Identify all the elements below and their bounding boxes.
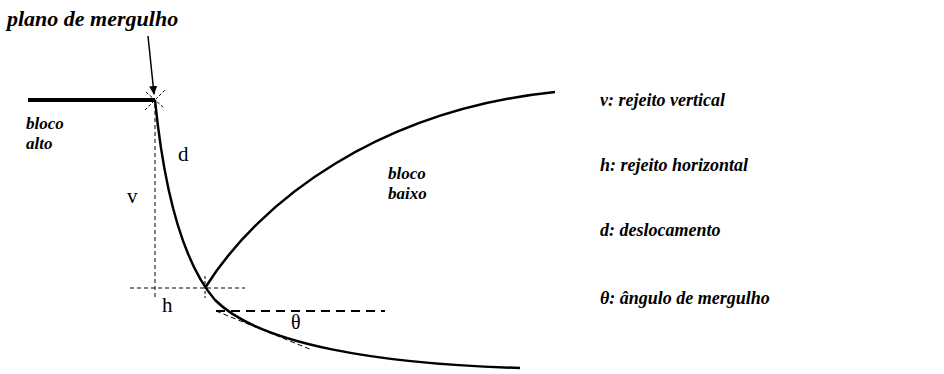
block-label: bloco baixo [388, 164, 446, 205]
symbol-label: θ [291, 310, 301, 334]
key-label: d: deslocamento [600, 220, 720, 242]
symbol-label: d [178, 142, 189, 167]
key-label: h: rejeito horizontal [600, 155, 748, 177]
key-label: θ: ângulo de mergulho [600, 288, 770, 310]
block-label: bloco alto [26, 114, 78, 155]
plane-label: plano de mergulho [7, 6, 178, 32]
key-label: v: rejeito vertical [600, 90, 725, 112]
symbol-label: v [127, 184, 138, 209]
symbol-label: h [162, 293, 173, 318]
